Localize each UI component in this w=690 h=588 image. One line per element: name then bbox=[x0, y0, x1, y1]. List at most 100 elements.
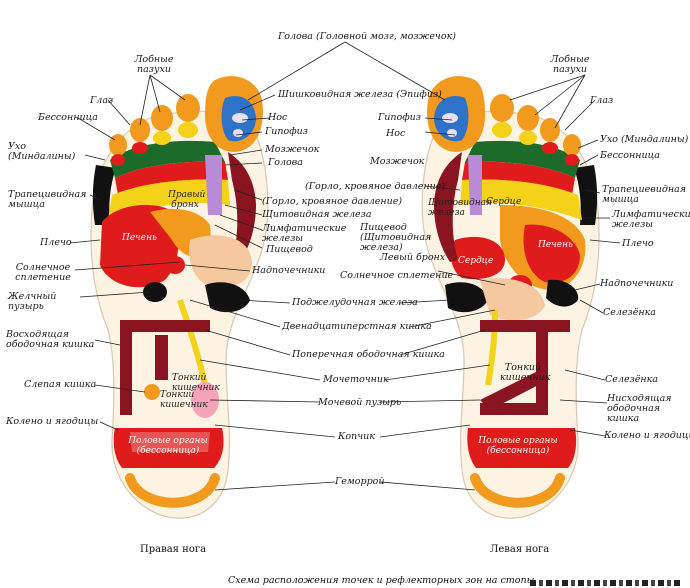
label-lymph-center: Лимфатические железы bbox=[262, 223, 347, 244]
label-genitals-right: Половые органы (бессонница) bbox=[128, 436, 208, 456]
label-spleen-2: Селезёнка bbox=[605, 374, 658, 385]
left-foot-purple bbox=[468, 155, 482, 215]
right-foot-spine bbox=[228, 152, 256, 262]
label-pancreas: Поджелудочная железа bbox=[292, 297, 418, 308]
label-knee-right: Колено и ягодицы bbox=[604, 430, 690, 441]
right-foot-kidney-black bbox=[205, 282, 250, 313]
label-head-2: Голова bbox=[268, 157, 303, 168]
right-foot-toe-5 bbox=[109, 134, 127, 156]
right-foot-big-toe-dot-2 bbox=[233, 129, 243, 137]
label-genitals-left: Половые органы (бессонница) bbox=[478, 436, 558, 456]
leader-lines bbox=[69, 41, 621, 491]
left-foot-toe-4b bbox=[542, 142, 558, 154]
left-foot-spine bbox=[434, 152, 462, 262]
label-transverse-colon: Поперечная ободочная кишка bbox=[292, 349, 445, 360]
right-foot-edge-black bbox=[92, 165, 116, 225]
label-solar-plexus-left: Солнечное сплетение bbox=[15, 262, 71, 283]
label-thyroid-center: Щитовидная железа bbox=[262, 209, 372, 220]
left-foot-pancreas bbox=[480, 278, 545, 321]
left-foot-toe-4 bbox=[540, 118, 560, 142]
right-foot-toes bbox=[109, 76, 263, 166]
right-foot-heel-white bbox=[130, 432, 210, 452]
right-foot bbox=[90, 76, 269, 519]
left-foot-heart-red bbox=[450, 236, 505, 280]
right-foot-pancreas bbox=[189, 235, 252, 287]
label-nose-center: Нос bbox=[268, 112, 288, 123]
left-foot-ureter bbox=[485, 309, 498, 386]
left-foot-toe-5 bbox=[563, 134, 581, 156]
label-nose-right: Нос bbox=[386, 128, 406, 139]
left-foot-toe-3b bbox=[519, 131, 537, 145]
left-foot-toe-3 bbox=[517, 105, 539, 131]
label-esophagus-right: Пищевод (Щитовидная железа) bbox=[360, 222, 432, 253]
left-foot-colon bbox=[480, 320, 570, 415]
label-cerebellum-right: Мозжечок bbox=[370, 156, 425, 167]
label-left-bronchus: Левый бронх bbox=[380, 252, 446, 263]
label-trapezius-right: Трапециевидная мышца bbox=[602, 184, 687, 205]
left-foot-caption: Левая нога bbox=[490, 544, 550, 555]
label-trapezius-left: Трапецивидная мышца bbox=[8, 189, 87, 210]
scan-watermark-strip bbox=[530, 580, 680, 586]
label-pituitary-center: Гипофиз bbox=[265, 126, 308, 137]
left-foot-edge-black bbox=[574, 165, 598, 225]
left-foot-liver-red bbox=[523, 224, 580, 283]
right-foot-big-toe-dot-1 bbox=[232, 113, 248, 123]
label-small-intestine-2: Тонкий кишечник bbox=[160, 390, 208, 410]
label-ear-right: Ухо (Миндалины) bbox=[600, 134, 689, 145]
label-cerebellum-center: Мозжечок bbox=[265, 144, 320, 155]
label-descending-colon: Нисходящая ободочная кишка bbox=[607, 393, 672, 424]
left-foot-toe-2b bbox=[492, 122, 512, 138]
label-gallbladder: Желчный пузырь bbox=[8, 291, 57, 312]
left-foot-yellow-band bbox=[460, 179, 582, 220]
label-knee-left: Колено и ягодицы bbox=[6, 416, 99, 427]
right-foot-purple bbox=[205, 155, 222, 215]
label-lymph-right: Лимфатические железы bbox=[612, 209, 690, 230]
label-liver-right: Печень bbox=[122, 233, 157, 243]
label-hemorrhoid: Геморрой bbox=[335, 476, 385, 487]
right-foot-adrenal-red bbox=[165, 256, 185, 274]
label-adrenal-right: Надпочечники bbox=[600, 278, 674, 289]
left-foot-big-toe-dot-2 bbox=[447, 129, 457, 137]
label-liver-left-foot: Печень bbox=[538, 240, 573, 250]
label-ascending-colon: Восходящая ободочная кишка bbox=[6, 329, 95, 350]
right-foot-heel-red bbox=[113, 428, 224, 468]
label-eye-right: Глаз bbox=[590, 95, 614, 106]
right-foot-colon-inner bbox=[155, 335, 168, 380]
left-foot-hemorrhoid-arc bbox=[470, 473, 565, 508]
right-foot-gallbladder-black bbox=[143, 282, 167, 302]
label-solar-plexus-right: Солнечное сплетение bbox=[340, 270, 454, 281]
right-foot-toe-3b bbox=[153, 131, 171, 145]
label-spleen-1: Селезёнка bbox=[603, 307, 656, 318]
label-shoulder-left: Плечо bbox=[40, 237, 72, 248]
label-coccyx: Копчик bbox=[338, 431, 375, 442]
label-eye-left: Глаз bbox=[90, 95, 114, 106]
label-sinuses-left: Лобные пазухи bbox=[134, 54, 174, 75]
right-foot-colon bbox=[120, 320, 210, 415]
right-foot-toe-4 bbox=[130, 118, 150, 142]
label-cecum: Слепая кишка bbox=[24, 379, 97, 390]
right-foot-bladder bbox=[191, 382, 219, 418]
label-heart-right-top: Сердце bbox=[486, 197, 522, 207]
label-small-intestine-1: Тонкий кишечник bbox=[172, 373, 220, 393]
left-foot-heel-red bbox=[467, 428, 577, 468]
label-adrenal-center: Надпочечники bbox=[252, 265, 326, 276]
label-pineal: Шишковидная железа (Эпифиз) bbox=[278, 89, 442, 100]
right-foot-appendix bbox=[144, 384, 160, 400]
label-bladder: Мочевой пузырь bbox=[318, 397, 402, 408]
label-throat-center: (Горло, кровяное давление) bbox=[262, 196, 403, 207]
right-foot-toe-4b bbox=[132, 142, 148, 154]
label-right-bronchus: Правый бронх bbox=[168, 190, 206, 210]
label-shoulder-right: Плечо bbox=[622, 238, 654, 249]
right-foot-ureter bbox=[177, 299, 208, 386]
left-foot-toe-2 bbox=[490, 94, 514, 122]
left-foot-kidney-black bbox=[445, 282, 488, 313]
diagram-caption: Схема расположения точек и рефлекторных … bbox=[228, 575, 535, 586]
label-insomnia-right: Бессонница bbox=[600, 150, 660, 161]
label-head: Голова (Головной мозг, мозжечок) bbox=[278, 31, 456, 42]
label-duodenum: Двенадцатиперстная кишка bbox=[282, 321, 432, 332]
left-foot bbox=[421, 76, 600, 519]
left-foot-big-toe-dot-1 bbox=[442, 113, 458, 123]
left-foot-spleen-black bbox=[546, 279, 579, 307]
label-throat-right: (Горло, кровяное давление) bbox=[305, 181, 446, 192]
